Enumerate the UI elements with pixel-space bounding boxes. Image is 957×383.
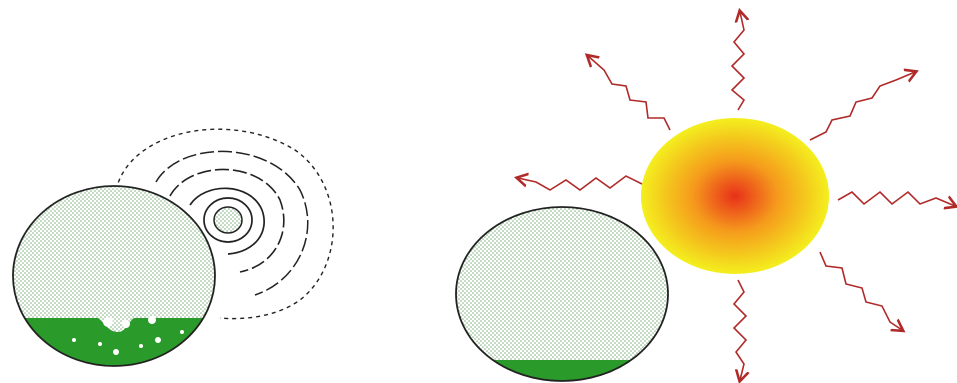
bubble [122, 320, 130, 328]
ray-down-right [820, 252, 902, 330]
ray-up-right [810, 72, 915, 140]
right-flask [450, 207, 680, 383]
right-panel [450, 12, 955, 383]
left-flask [0, 186, 220, 383]
ray-right [838, 192, 955, 206]
ray-up-left [588, 56, 670, 130]
bubble [148, 316, 156, 324]
right-flask-liquid [450, 360, 680, 383]
bubble [98, 342, 102, 346]
right-flask-body [456, 207, 668, 381]
ray-left [518, 176, 642, 190]
bubble [72, 338, 76, 342]
bubble [103, 317, 113, 327]
bubble [180, 330, 184, 334]
bubble [155, 337, 161, 343]
bubble [139, 344, 143, 348]
ray-down [734, 280, 746, 380]
ring-core [214, 207, 242, 233]
left-panel [0, 129, 333, 383]
ray-up [732, 12, 744, 110]
bubble [113, 349, 119, 355]
sun-disc [641, 118, 829, 274]
